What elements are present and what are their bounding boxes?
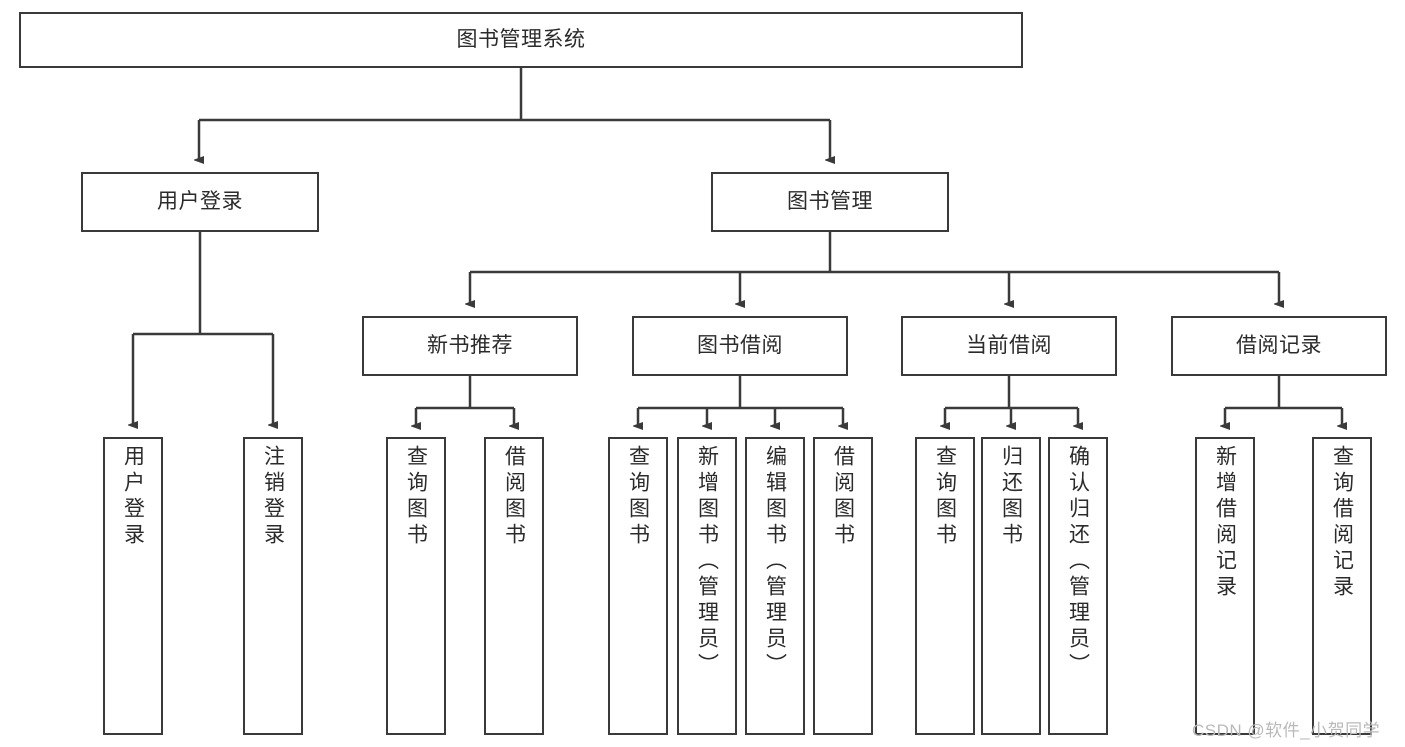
node-book-manage-label: 图书管理 [787,190,873,214]
node-leaf-borrow-book-1-label: 借阅图书 [502,445,526,549]
node-leaf-add-book-label: 新增图书（管理员） [695,445,719,679]
node-leaf-confirm-return-label: 确认归还（管理员） [1066,445,1090,679]
node-leaf-add-book[interactable]: 新增图书（管理员） [677,437,737,735]
node-leaf-add-record[interactable]: 新增借阅记录 [1195,437,1255,735]
csdn-watermark: CSDN @软件_小贺同学 [1192,721,1381,740]
node-leaf-return-book-label: 归还图书 [999,445,1023,549]
node-leaf-edit-book-label: 编辑图书（管理员） [763,445,787,679]
node-leaf-query-book-3-label: 查询图书 [933,445,957,549]
node-leaf-return-book[interactable]: 归还图书 [981,437,1041,735]
node-leaf-edit-book[interactable]: 编辑图书（管理员） [745,437,805,735]
node-leaf-query-book-2[interactable]: 查询图书 [608,437,668,735]
node-leaf-query-record[interactable]: 查询借阅记录 [1312,437,1372,735]
node-leaf-user-login-label: 用户登录 [121,445,145,549]
node-leaf-borrow-book-1[interactable]: 借阅图书 [484,437,544,735]
node-leaf-query-record-label: 查询借阅记录 [1330,445,1354,601]
node-leaf-borrow-book-2-label: 借阅图书 [831,445,855,549]
node-leaf-borrow-book-2[interactable]: 借阅图书 [813,437,873,735]
node-leaf-query-book-1-label: 查询图书 [404,445,428,549]
node-leaf-query-book-2-label: 查询图书 [626,445,650,549]
node-leaf-query-book-3[interactable]: 查询图书 [915,437,975,735]
node-new-book-recommend-label: 新书推荐 [427,334,513,358]
node-user-login-label: 用户登录 [157,190,243,214]
node-leaf-add-record-label: 新增借阅记录 [1213,445,1237,601]
node-borrow-record-label: 借阅记录 [1236,334,1322,358]
node-current-borrow-label: 当前借阅 [966,334,1052,358]
node-current-borrow[interactable]: 当前借阅 [901,316,1117,376]
node-borrow-record[interactable]: 借阅记录 [1171,316,1387,376]
node-leaf-logout-label: 注销登录 [261,445,285,549]
node-new-book-recommend[interactable]: 新书推荐 [362,316,578,376]
node-book-manage[interactable]: 图书管理 [711,172,949,232]
node-leaf-confirm-return[interactable]: 确认归还（管理员） [1048,437,1108,735]
node-book-borrow-label: 图书借阅 [697,334,783,358]
node-user-login[interactable]: 用户登录 [81,172,319,232]
node-book-borrow[interactable]: 图书借阅 [632,316,848,376]
node-leaf-logout[interactable]: 注销登录 [243,437,303,735]
node-leaf-query-book-1[interactable]: 查询图书 [386,437,446,735]
node-leaf-user-login[interactable]: 用户登录 [103,437,163,735]
node-root-label: 图书管理系统 [456,28,586,52]
node-root[interactable]: 图书管理系统 [19,12,1023,68]
